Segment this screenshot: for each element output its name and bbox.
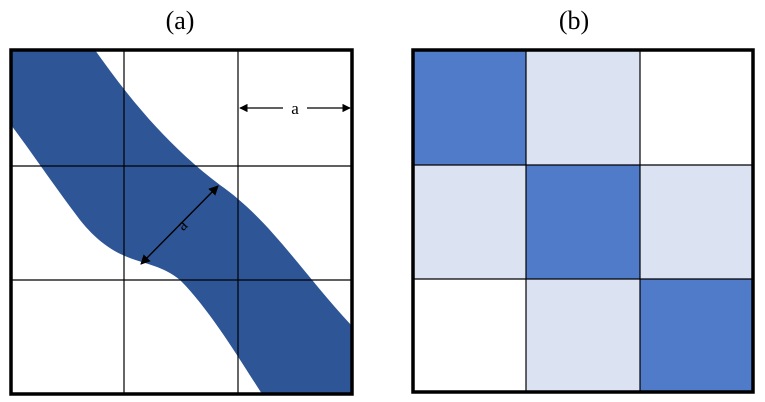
horizontal-dimension: a: [239, 99, 351, 118]
grid-cell-light: [640, 165, 753, 279]
grid-cell-dark: [413, 50, 526, 165]
panel-b-title: (b): [558, 6, 590, 35]
panel-a: a a: [9, 48, 354, 396]
grid-cell-light: [526, 50, 640, 165]
panel-a-grid: [11, 50, 352, 394]
panel-a-title: (a): [165, 6, 195, 35]
panel-b-grid: [413, 50, 753, 392]
horizontal-dimension-label: a: [291, 99, 299, 118]
panel-a-border: [9, 48, 354, 396]
panel-b: [411, 48, 755, 394]
grid-cell-light: [413, 165, 526, 279]
panel-b-cells: [413, 50, 753, 392]
grid-cell-dark: [526, 165, 640, 279]
panel-b-border: [411, 48, 755, 394]
grid-cell-light: [526, 279, 640, 392]
grid-cell-white: [413, 279, 526, 392]
grid-cell-white: [640, 50, 753, 165]
grid-cell-dark: [640, 279, 753, 392]
